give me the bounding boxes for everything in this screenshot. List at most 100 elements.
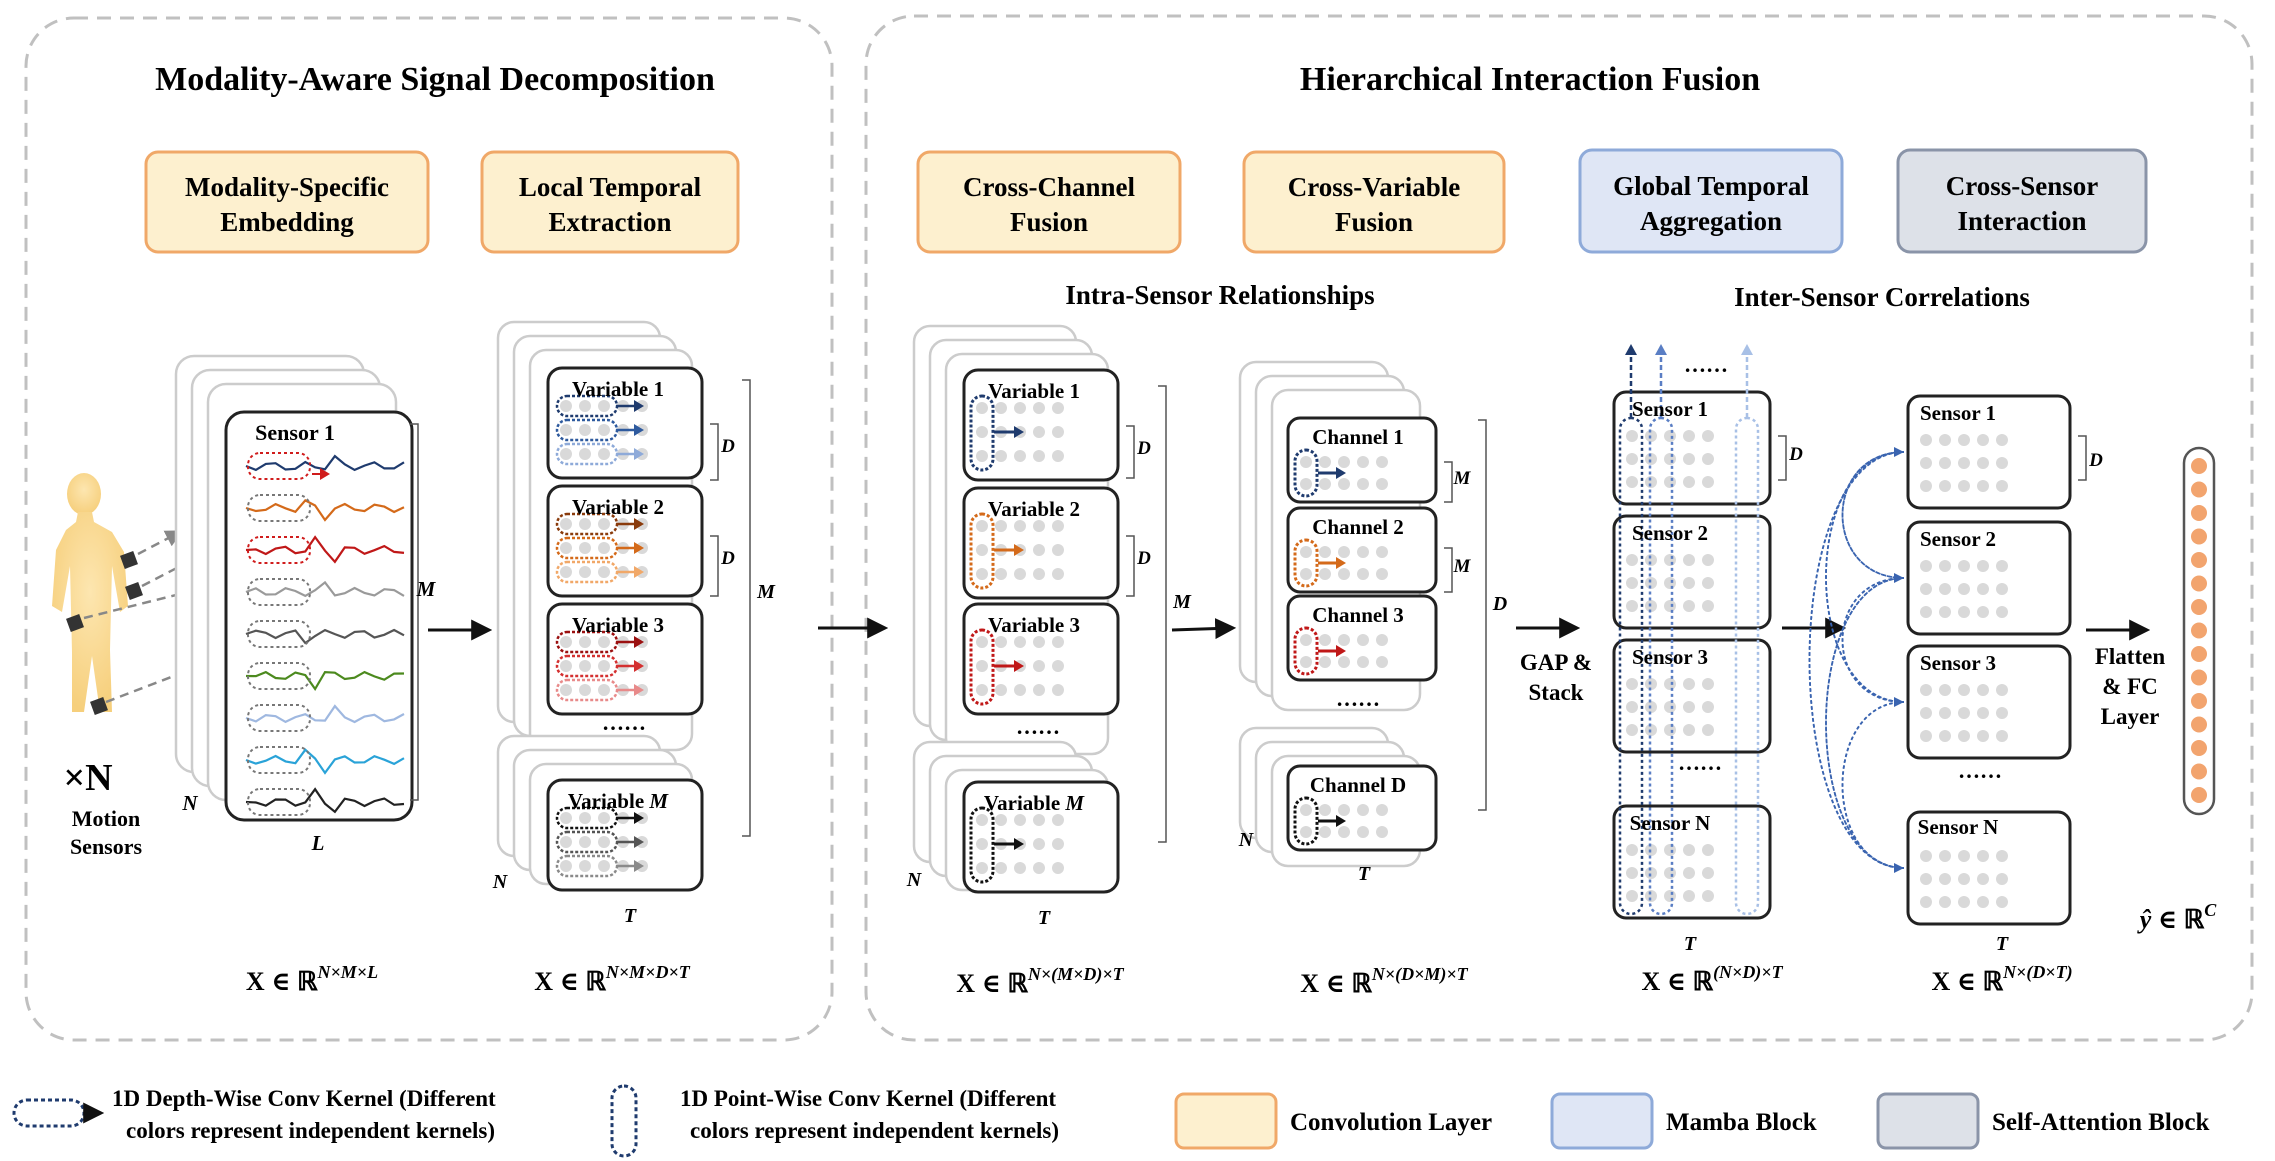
feature-dot xyxy=(598,684,610,696)
dim-label-M: M xyxy=(1453,468,1472,489)
sensor-label: Sensor N xyxy=(1918,815,1999,839)
feature-dot xyxy=(1958,707,1970,719)
kernel-arrow-head xyxy=(634,660,644,672)
feature-dot xyxy=(1683,890,1695,902)
feature-dot xyxy=(1664,844,1676,856)
dimension-brace xyxy=(2078,435,2087,481)
feature-dot xyxy=(579,684,591,696)
feature-dot xyxy=(1702,844,1714,856)
feature-dot xyxy=(1626,890,1638,902)
feature-dot xyxy=(976,660,988,672)
feature-dot xyxy=(1977,583,1989,595)
sensor-block xyxy=(1612,638,1772,754)
attention-link xyxy=(1841,701,1905,869)
legend-label: colors represent independent kernels) xyxy=(126,1118,495,1143)
feature-dot xyxy=(1977,684,1989,696)
cross-sensor-blocks xyxy=(1808,394,2087,926)
dim-label-D: D xyxy=(1492,593,1507,615)
legend-attention-swatch xyxy=(1876,1092,1980,1150)
feature-dot xyxy=(1939,684,1951,696)
motion-sensor-icon xyxy=(125,582,143,600)
feature-dot xyxy=(1376,656,1388,668)
feature-dot xyxy=(1939,730,1951,742)
output-unit xyxy=(2191,646,2207,662)
feature-dot xyxy=(1300,804,1312,816)
feature-dot xyxy=(598,860,610,872)
feature-dot xyxy=(1939,457,1951,469)
feature-dot xyxy=(1052,426,1064,438)
feature-dot xyxy=(1300,656,1312,668)
signal-trace xyxy=(245,670,405,692)
attention-link xyxy=(1841,451,1905,579)
kernel-arrow-head xyxy=(1336,645,1346,657)
subtitle-intra-sensor: Intra-Sensor Relationships xyxy=(1065,280,1374,310)
feature-dot xyxy=(1300,478,1312,490)
aggregation-arrow-head xyxy=(1741,344,1753,355)
feature-dot xyxy=(579,542,591,554)
motion-sensor-icon xyxy=(66,614,84,632)
feature-dot xyxy=(1683,430,1695,442)
feature-dot xyxy=(1357,456,1369,468)
feature-dot xyxy=(1977,480,1989,492)
human-body-figure xyxy=(52,473,128,712)
feature-dot xyxy=(1052,450,1064,462)
feature-dot xyxy=(1033,402,1045,414)
tensor-shape-formula: X ∈ ℝN×(D×T) xyxy=(1931,962,2072,996)
feature-dot xyxy=(1683,577,1695,589)
kernel-arrow-head xyxy=(1014,660,1024,672)
feature-dot xyxy=(1357,568,1369,580)
tensor-shape-formula: X ∈ ℝN×M×D×T xyxy=(534,962,690,996)
feature-dot xyxy=(598,812,610,824)
feature-dot xyxy=(1376,478,1388,490)
feature-dot xyxy=(995,862,1007,874)
kernel-arrow-head xyxy=(634,636,644,648)
feature-dot xyxy=(976,568,988,580)
gap-stack-label: GAP & xyxy=(1520,650,1592,675)
feature-dot xyxy=(1664,554,1676,566)
feature-dot xyxy=(1014,636,1026,648)
feature-dot xyxy=(1052,814,1064,826)
feature-dot xyxy=(976,862,988,874)
feature-dot xyxy=(1996,457,2008,469)
legend-label: Mamba Block xyxy=(1666,1109,1817,1136)
legend-mamba-swatch xyxy=(1550,1092,1654,1150)
depthwise-kernel xyxy=(247,578,311,606)
feature-dot xyxy=(976,426,988,438)
output-unit xyxy=(2191,528,2207,545)
feature-dot xyxy=(1939,560,1951,572)
signal-trace xyxy=(245,535,405,564)
attention-link xyxy=(1825,451,1905,703)
pointwise-kernel xyxy=(1293,538,1319,588)
dimension-brace xyxy=(1126,535,1135,597)
feature-dot xyxy=(1977,457,1989,469)
motion-sensor-icon xyxy=(120,551,138,569)
depthwise-kernel xyxy=(247,536,311,564)
kernel-arrow-head xyxy=(320,468,330,480)
feature-dot xyxy=(598,448,610,460)
dim-label-D: D xyxy=(720,548,735,569)
feature-dot xyxy=(995,814,1007,826)
feature-dot xyxy=(1683,844,1695,856)
feature-dot xyxy=(1626,600,1638,612)
feature-dot xyxy=(1702,430,1714,442)
feature-dot xyxy=(598,400,610,412)
feature-dot xyxy=(1376,568,1388,580)
ellipsis: …… xyxy=(1678,750,1722,775)
kernel-arrow-head xyxy=(634,542,644,554)
ellipsis: …… xyxy=(1016,714,1060,739)
feature-dot xyxy=(995,636,1007,648)
dim-label-T: T xyxy=(1038,907,1051,929)
feature-dot xyxy=(1939,606,1951,618)
feature-dot xyxy=(1996,583,2008,595)
feature-dot xyxy=(1664,867,1676,879)
feature-dot xyxy=(560,542,572,554)
feature-dot xyxy=(579,860,591,872)
feature-dot xyxy=(1300,826,1312,838)
feature-dot xyxy=(1958,560,1970,572)
feature-dot xyxy=(976,838,988,850)
feature-dot xyxy=(1014,814,1026,826)
kernel-arrow-head xyxy=(1336,557,1346,569)
feature-dot xyxy=(1033,838,1045,850)
sensor-label: Sensor 3 xyxy=(1920,651,1996,675)
feature-dot xyxy=(1977,730,1989,742)
